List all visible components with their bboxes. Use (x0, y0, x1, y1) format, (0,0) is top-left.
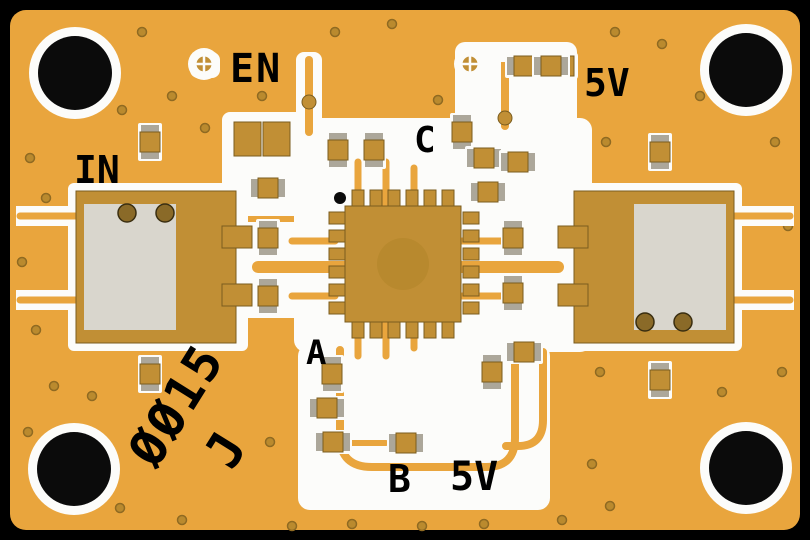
via (656, 38, 668, 50)
passive-component (501, 274, 525, 312)
passive-component (648, 133, 672, 171)
passive-component (362, 131, 386, 169)
via (329, 26, 341, 38)
connector-pad (221, 283, 253, 307)
via (256, 90, 268, 102)
via (386, 18, 398, 30)
via (478, 518, 490, 530)
via (346, 518, 358, 530)
connector-hole (673, 312, 693, 332)
testpad (497, 110, 513, 126)
via (556, 514, 568, 526)
via (604, 500, 616, 512)
capacitor-large (230, 118, 296, 162)
qfn-ic (328, 189, 480, 339)
mounting-hole (700, 422, 792, 514)
connector-hole (155, 203, 175, 223)
via (114, 502, 126, 514)
testpad (301, 94, 317, 110)
via (166, 90, 178, 102)
via (600, 136, 612, 148)
via (199, 122, 211, 134)
passive-component (531, 53, 571, 79)
connector-hole (635, 312, 655, 332)
via (264, 436, 276, 448)
passive-component (256, 219, 280, 257)
label-c: C (414, 120, 436, 161)
qfn-pins (328, 189, 480, 339)
mounting-hole (700, 24, 792, 116)
via (416, 520, 428, 532)
via (594, 366, 606, 378)
via (40, 192, 52, 204)
via (432, 94, 444, 106)
via (694, 90, 706, 102)
passive-component (386, 430, 426, 456)
passive-component (464, 145, 504, 171)
label-a: A (306, 333, 326, 373)
label-5v-bottom: 5V (450, 454, 498, 500)
passive-component (307, 395, 347, 421)
mounting-hole (28, 423, 120, 515)
via (30, 324, 42, 336)
via (136, 26, 148, 38)
fiducial-mark (188, 48, 220, 80)
connector-bare-pad (84, 204, 176, 330)
via (24, 152, 36, 164)
sma-connector-right (557, 190, 735, 344)
via (22, 426, 34, 438)
via (86, 390, 98, 402)
passive-component (648, 361, 672, 399)
pin1-dot (334, 192, 346, 204)
label-5v-top: 5V (584, 61, 630, 105)
via (176, 514, 188, 526)
mounting-hole (29, 27, 121, 119)
label-en: EN (230, 46, 282, 92)
label-in: IN (74, 148, 120, 192)
connector-bare-pad (634, 204, 726, 330)
via (776, 366, 788, 378)
passive-component (498, 149, 538, 175)
mounting-holes (28, 24, 792, 515)
passive-component (138, 123, 162, 161)
connector-pad (221, 225, 253, 249)
passive-component (450, 113, 474, 151)
via (609, 26, 621, 38)
passives (138, 53, 672, 456)
passive-component (480, 353, 504, 391)
via (48, 380, 60, 392)
via (286, 520, 298, 532)
via (769, 136, 781, 148)
passive-component (313, 429, 353, 455)
via (16, 256, 28, 268)
via (716, 386, 728, 398)
passive-component (248, 175, 288, 201)
sma-connector-left (75, 190, 253, 344)
passive-component (501, 219, 525, 257)
passive-component (468, 179, 508, 205)
qfn-thermal-pad (377, 238, 429, 290)
passive-component (504, 339, 544, 365)
via (586, 458, 598, 470)
via (116, 104, 128, 116)
passive-component (326, 131, 350, 169)
label-b: B (388, 457, 411, 501)
trace-bottom-hook (502, 348, 547, 450)
fiducial-mark (454, 48, 486, 80)
connector-hole (117, 203, 137, 223)
connector-pad (557, 225, 589, 249)
connector-pad (557, 283, 589, 307)
passive-component (256, 277, 280, 315)
